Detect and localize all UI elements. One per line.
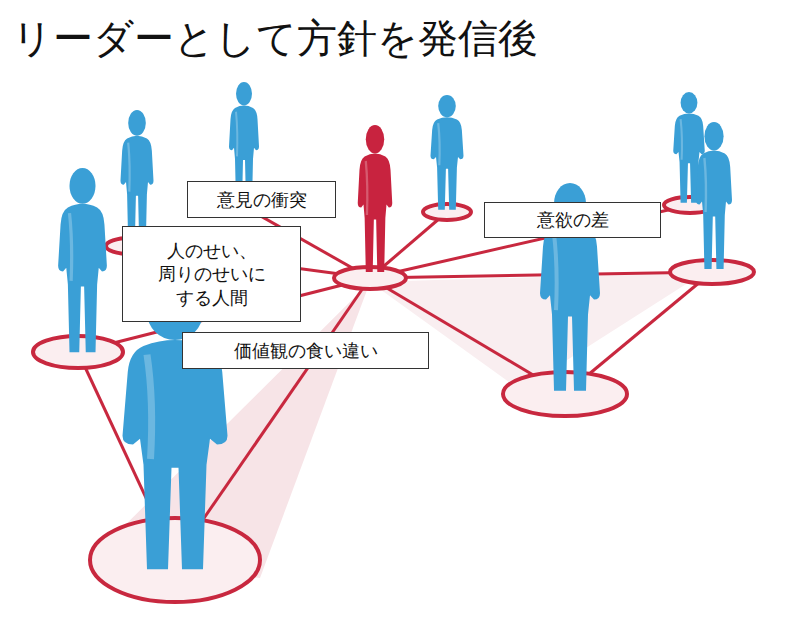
box-text: 価値観の食い違い	[234, 339, 378, 362]
box-text: 意見の衝突	[217, 188, 307, 211]
people	[58, 82, 732, 569]
platform-ring	[423, 204, 471, 220]
text-box: 意見の衝突	[187, 181, 336, 218]
leader-figure	[358, 125, 393, 272]
person-figure	[431, 95, 464, 210]
person-figure	[58, 168, 107, 352]
platform-rings	[33, 197, 754, 602]
person-figure	[123, 285, 228, 569]
person-figure	[121, 110, 154, 243]
text-box: 意欲の差	[484, 202, 661, 238]
box-text: 意欲の差	[537, 208, 609, 231]
text-box: 人のせい、 周りのせいに する人間	[122, 226, 301, 322]
box-text: 人のせい、 周りのせいに する人間	[137, 239, 287, 309]
text-box: 価値観の食い違い	[182, 332, 429, 369]
platform-ring	[670, 260, 754, 284]
link-line	[370, 272, 712, 278]
platform-ring	[90, 518, 260, 602]
person-figure	[696, 122, 732, 269]
page-title: リーダーとして方針を発信後	[12, 14, 538, 62]
